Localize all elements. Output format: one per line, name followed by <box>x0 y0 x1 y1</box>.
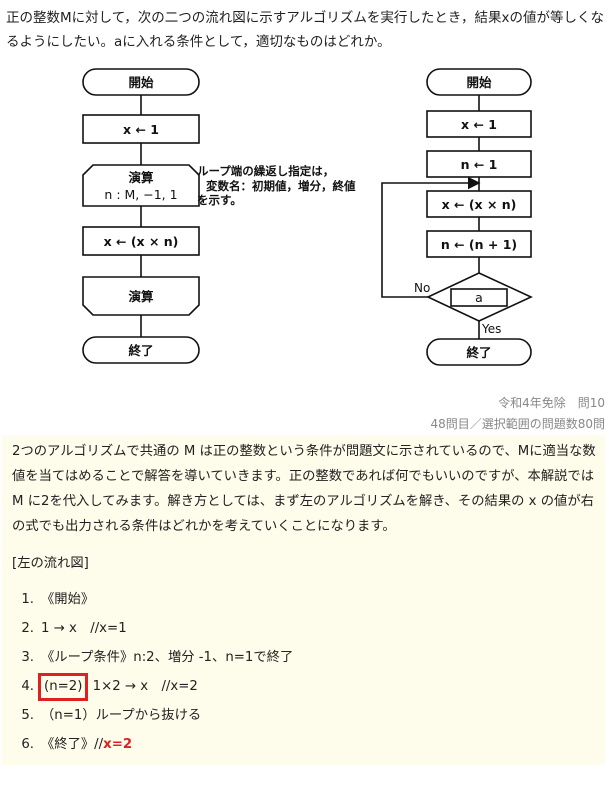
explanation-heading: [左の流れ図] <box>12 556 89 571</box>
right-init-n-process <box>426 150 532 178</box>
left-init-process <box>82 114 200 144</box>
source-info: 令和4年免除 問10 48問目／選択範囲の問題数80問 <box>430 393 605 435</box>
right-flowchart <box>381 68 533 366</box>
left-start-label: 開始 <box>128 75 154 90</box>
note-line-1: ループ端の繰返し指定は， <box>197 164 334 178</box>
right-body-process <box>426 190 532 218</box>
note-line-3: を示す。 <box>197 193 242 207</box>
highlighted-n-box: (n=2) <box>38 673 89 701</box>
explanation-intro: 2つのアルゴリズムで共通の M は正の整数という条件が問題文に示されているので、… <box>12 444 596 534</box>
steps-list: 1.《開始》 2.1 → x //x=1 3.《ループ条件》n:2、増分 -1、… <box>12 585 293 759</box>
step-item: 1.《開始》 <box>21 592 95 607</box>
step-item: 2.1 → x //x=1 <box>21 621 127 636</box>
left-loop-end <box>82 276 200 316</box>
left-body-label: x ← (x × n) <box>104 234 179 249</box>
no-label: No <box>414 281 430 295</box>
right-start-terminal <box>426 68 532 96</box>
step-item: 4.(n=2) 1×2 → x //x=2 <box>12 672 293 701</box>
left-loop-start <box>82 164 200 207</box>
right-end-label: 終了 <box>466 345 491 360</box>
right-init-x-label: x ← 1 <box>461 117 497 132</box>
condition-blank-box <box>450 288 508 307</box>
left-end-terminal <box>82 336 200 364</box>
explanation-panel: 2つのアルゴリズムで共通の M は正の整数という条件が問題文に示されているので、… <box>2 435 605 765</box>
right-condition-label: a <box>475 290 483 305</box>
question-count: 48問目／選択範囲の問題数80問 <box>430 417 605 431</box>
left-body-process <box>82 226 200 256</box>
right-incr-label: n ← (n + 1) <box>441 237 517 252</box>
right-start-label: 開始 <box>466 75 492 90</box>
step-item: 3.《ループ条件》n:2、増分 -1、n=1で終了 <box>21 650 294 665</box>
left-end-label: 終了 <box>128 343 153 358</box>
exam-source: 令和4年免除 問10 <box>498 396 605 410</box>
left-flowchart <box>82 68 200 364</box>
step-item: 6.《終了》//x=2 <box>21 737 133 752</box>
right-incr-process <box>426 230 532 258</box>
right-body-label: x ← (x × n) <box>442 197 517 212</box>
left-init-label: x ← 1 <box>123 122 159 137</box>
right-init-n-label: n ← 1 <box>461 157 498 172</box>
right-end-terminal <box>426 338 532 366</box>
result-highlight: x=2 <box>103 737 133 752</box>
left-loop-spec: n : M, −1, 1 <box>104 187 177 202</box>
right-init-x-process <box>426 110 532 138</box>
step-item: 5.（n=1）ループから抜ける <box>21 708 202 723</box>
flowcharts-figure: 開始 x ← 1 演算 n : M, −1, 1 x ← (x × n) 演算 … <box>82 68 533 366</box>
left-start-terminal <box>82 68 200 96</box>
yes-label: Yes <box>481 322 501 336</box>
left-loop-end-label: 演算 <box>128 289 154 304</box>
note-line-2: 変数名：初期値，増分，終値 <box>206 179 356 193</box>
left-loop-name: 演算 <box>128 170 154 185</box>
question-text: 正の整数Mに対して，次の二つの流れ図に示すアルゴリズムを実行したとき，結果xの値… <box>6 10 604 50</box>
